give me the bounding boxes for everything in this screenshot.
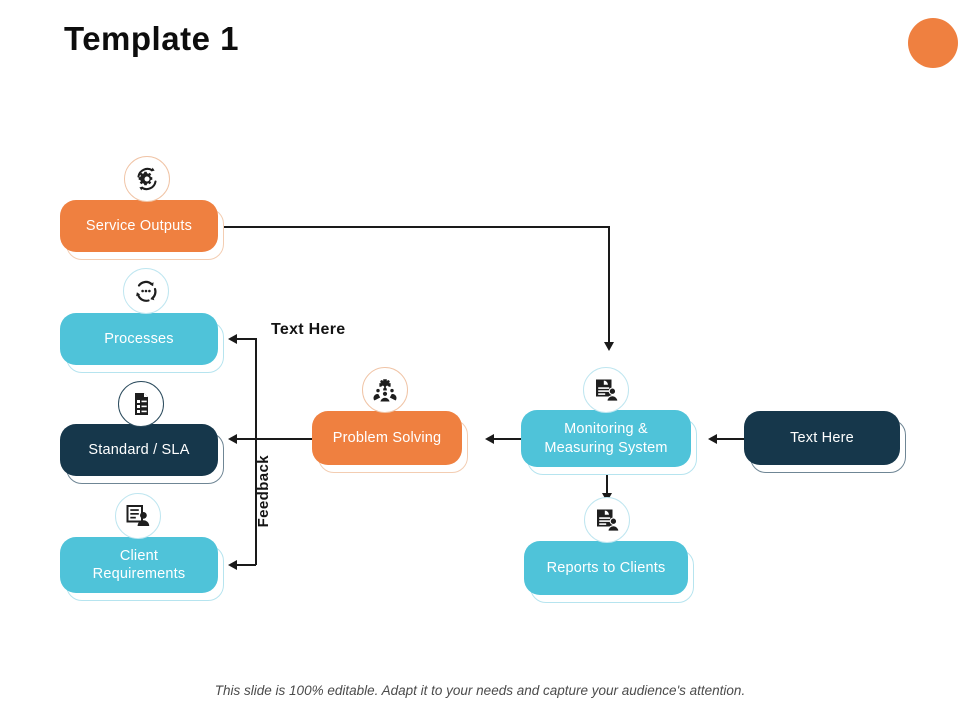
node-client-requirements[interactable]: Client Requirements: [60, 537, 224, 601]
connector-problem-solving-to-standard-sla: [255, 438, 315, 440]
node-text-here-label: Text Here: [744, 411, 900, 465]
node-client-requirements-line1: Client: [119, 547, 159, 564]
document-person-icon: [115, 493, 161, 539]
node-standard-sla[interactable]: Standard / SLA: [60, 424, 224, 484]
node-problem-solving[interactable]: Problem Solving: [312, 411, 468, 473]
label-feedback: Feedback: [255, 455, 272, 528]
connector-service-to-monitoring-vertical: [608, 226, 610, 342]
connector-text-here-to-monitoring: [717, 438, 744, 440]
report-chart-person-icon: [583, 367, 629, 413]
node-problem-solving-label: Problem Solving: [312, 411, 462, 465]
report-chart-person-icon: [584, 497, 630, 543]
node-processes[interactable]: Processes: [60, 313, 224, 373]
node-service-outputs[interactable]: Service Outputs: [60, 200, 224, 260]
label-text-here: Text Here: [271, 321, 346, 338]
arrowhead-into-monitoring: [604, 342, 614, 351]
node-reports-to-clients[interactable]: Reports to Clients: [524, 541, 694, 603]
node-text-here[interactable]: Text Here: [744, 411, 906, 473]
connector-feedback-to-client-requirements: [237, 564, 256, 566]
connector-feedback-spine: [255, 338, 257, 565]
arrowhead-into-problem-solving: [485, 434, 494, 444]
node-client-requirements-line2: Requirements: [92, 566, 186, 582]
node-processes-label: Processes: [60, 313, 218, 365]
connector-service-to-monitoring-horizontal: [219, 226, 609, 228]
connector-monitoring-to-reports: [606, 471, 608, 495]
node-reports-to-clients-label: Reports to Clients: [524, 541, 688, 595]
arrowhead-into-monitoring-from-text-here: [708, 434, 717, 444]
process-cycle-icon: [123, 268, 169, 314]
arrowhead-into-client-requirements: [228, 560, 237, 570]
node-monitoring-label: Monitoring & Measuring System: [521, 410, 691, 467]
node-monitoring-line2: Measuring System: [544, 439, 668, 456]
node-client-requirements-label: Client Requirements: [60, 537, 218, 593]
node-service-outputs-label: Service Outputs: [60, 200, 218, 252]
connector-monitoring-to-problem-solving: [494, 438, 521, 440]
puzzle-teamwork-icon: [362, 367, 408, 413]
gear-refresh-icon: [124, 156, 170, 202]
footer-note: This slide is 100% editable. Adapt it to…: [214, 683, 746, 698]
page-title: Template 1: [64, 20, 239, 57]
node-monitoring-line1: Monitoring &: [564, 421, 648, 438]
connector-feedback-to-processes: [237, 338, 256, 340]
arrowhead-into-processes: [228, 334, 237, 344]
checklist-document-icon: [118, 381, 164, 427]
node-monitoring-measuring-system[interactable]: Monitoring & Measuring System: [521, 410, 697, 475]
connector-feedback-to-standard-sla: [237, 438, 256, 440]
brand-dot-decoration: [908, 18, 958, 68]
arrowhead-into-standard-sla: [228, 434, 237, 444]
node-standard-sla-label: Standard / SLA: [60, 424, 218, 476]
